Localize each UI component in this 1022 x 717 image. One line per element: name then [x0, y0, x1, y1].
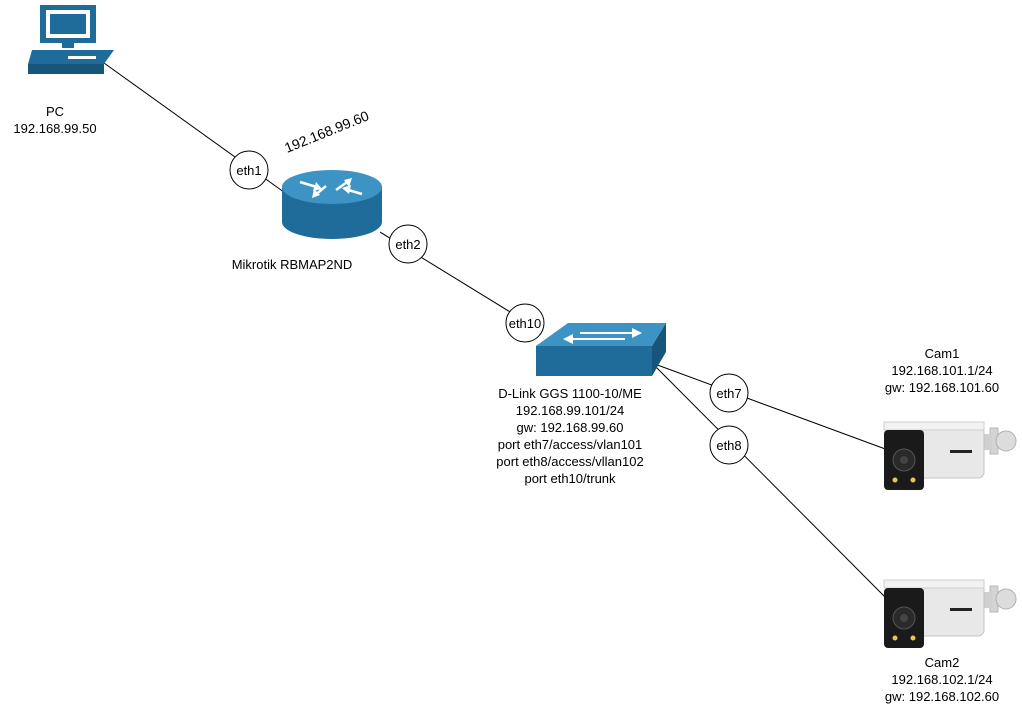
cam2-info: Cam2 192.168.102.1/24 gw: 192.168.102.60 — [862, 654, 1022, 705]
pc-label: PC 192.168.99.50 — [0, 103, 110, 137]
switch-port-eth8: port eth8/access/vllan102 — [496, 454, 644, 469]
ip-camera-icon — [883, 579, 1017, 648]
switch-gateway: gw: 192.168.99.60 — [516, 420, 624, 435]
link-switch-cam1 — [651, 362, 889, 451]
cam2-name: Cam2 — [924, 655, 960, 670]
switch-port-eth10: port eth10/trunk — [524, 471, 616, 486]
port-eth10: eth10 — [505, 303, 545, 343]
cam1-ip: 192.168.101.1/24 — [891, 363, 993, 378]
link-switch-cam2 — [651, 362, 889, 601]
switch-icon — [536, 323, 666, 376]
router-ip: 192.168.99.60 — [282, 107, 371, 155]
computer-icon — [28, 5, 114, 74]
pc-ip: 192.168.99.50 — [13, 121, 97, 136]
switch-model: D-Link GGS 1100-10/ME — [498, 386, 642, 401]
port-eth8-label: eth8 — [716, 438, 741, 453]
port-eth2: eth2 — [388, 224, 428, 264]
pc-name: PC — [45, 104, 65, 119]
connection-lines — [103, 62, 889, 601]
switch-info: D-Link GGS 1100-10/ME 192.168.99.101/24 … — [470, 385, 670, 487]
port-eth1: eth1 — [229, 150, 269, 190]
ip-camera-icon — [883, 421, 1017, 490]
port-eth7: eth7 — [709, 373, 749, 413]
cam1-gateway: gw: 192.168.101.60 — [884, 380, 1000, 395]
port-eth1-label: eth1 — [236, 163, 261, 178]
port-eth8: eth8 — [709, 425, 749, 465]
cam2-gateway: gw: 192.168.102.60 — [884, 689, 1000, 704]
router-icon — [282, 170, 382, 239]
port-eth7-label: eth7 — [716, 386, 741, 401]
cam2-ip: 192.168.102.1/24 — [891, 672, 993, 687]
switch-ip: 192.168.99.101/24 — [515, 403, 625, 418]
cam1-info: Cam1 192.168.101.1/24 gw: 192.168.101.60 — [862, 345, 1022, 396]
switch-port-eth7: port eth7/access/vlan101 — [497, 437, 643, 452]
port-eth2-label: eth2 — [395, 237, 420, 252]
router-name: Mikrotik RBMAP2ND — [231, 257, 353, 272]
cam1-name: Cam1 — [924, 346, 960, 361]
port-eth10-label: eth10 — [509, 316, 542, 331]
